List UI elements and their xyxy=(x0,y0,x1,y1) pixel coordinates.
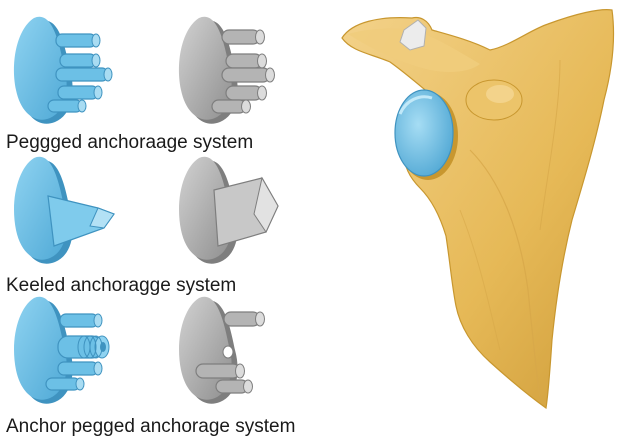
keeled-anchorage-caption: Keeled anchoragge system xyxy=(6,276,236,295)
pegged-glenoid-implant-blue-icon xyxy=(14,17,112,124)
scapula-with-glenoid-implant-icon xyxy=(342,10,614,408)
keeled-glenoid-implant-gray-icon xyxy=(179,157,278,264)
pegged-glenoid-implant-gray-icon xyxy=(179,17,274,124)
anchor-pegged-glenoid-implant-blue-icon xyxy=(14,297,109,404)
pegged-anchorage-caption: Peggged anchoraage system xyxy=(6,133,253,152)
anchor-pegged-glenoid-implant-gray-icon xyxy=(179,297,264,404)
anchor-pegged-anchorage-caption: Anchor pegged anchorage system xyxy=(6,417,295,436)
keeled-glenoid-implant-blue-icon xyxy=(14,157,114,264)
